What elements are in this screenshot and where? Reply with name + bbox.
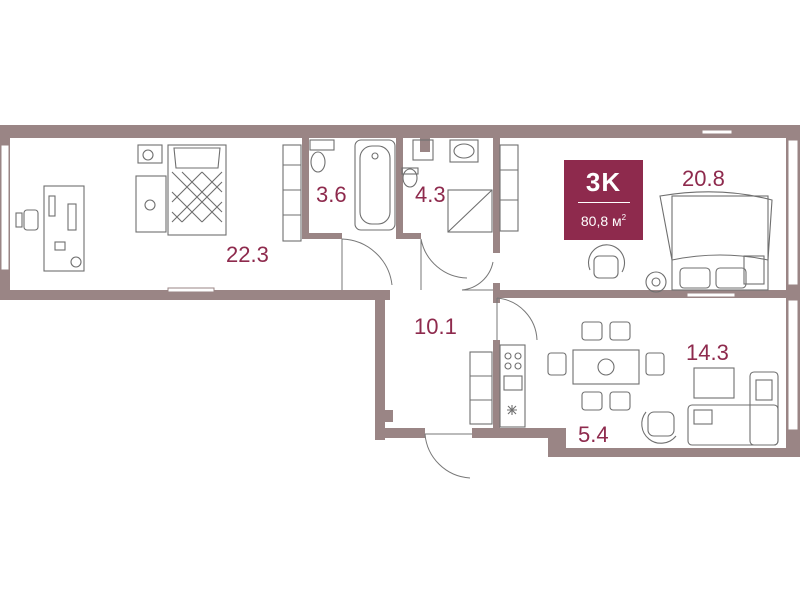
badge-divider: [577, 202, 630, 203]
area-kitchen: 5.4: [578, 422, 609, 447]
doors: [341, 238, 538, 479]
windows: [0, 129, 799, 431]
area-living-room: 14.3: [686, 340, 729, 365]
bedroom-left-furniture: [15, 144, 302, 272]
living-furniture: [547, 321, 779, 446]
apartment-badge: 3K 80,8 м2: [564, 160, 643, 240]
kitchen-furniture: [469, 344, 526, 428]
bathroom-furniture: [309, 139, 396, 231]
area-bathroom: 3.6: [316, 182, 347, 207]
apartment-type: 3K: [585, 167, 622, 197]
total-area-value: 80,8 м: [580, 213, 622, 229]
apartment-total-area: 80,8 м2: [564, 209, 643, 230]
area-unit-superscript: 2: [621, 213, 627, 222]
area-shower-room: 4.3: [415, 182, 446, 207]
area-bedroom-right: 20.8: [682, 166, 725, 191]
shower-furniture: [401, 139, 519, 233]
area-bedroom-left: 22.3: [226, 242, 269, 267]
area-hallway: 10.1: [414, 314, 457, 339]
bedroom-right-furniture: [587, 191, 773, 293]
walls: [0, 125, 800, 457]
